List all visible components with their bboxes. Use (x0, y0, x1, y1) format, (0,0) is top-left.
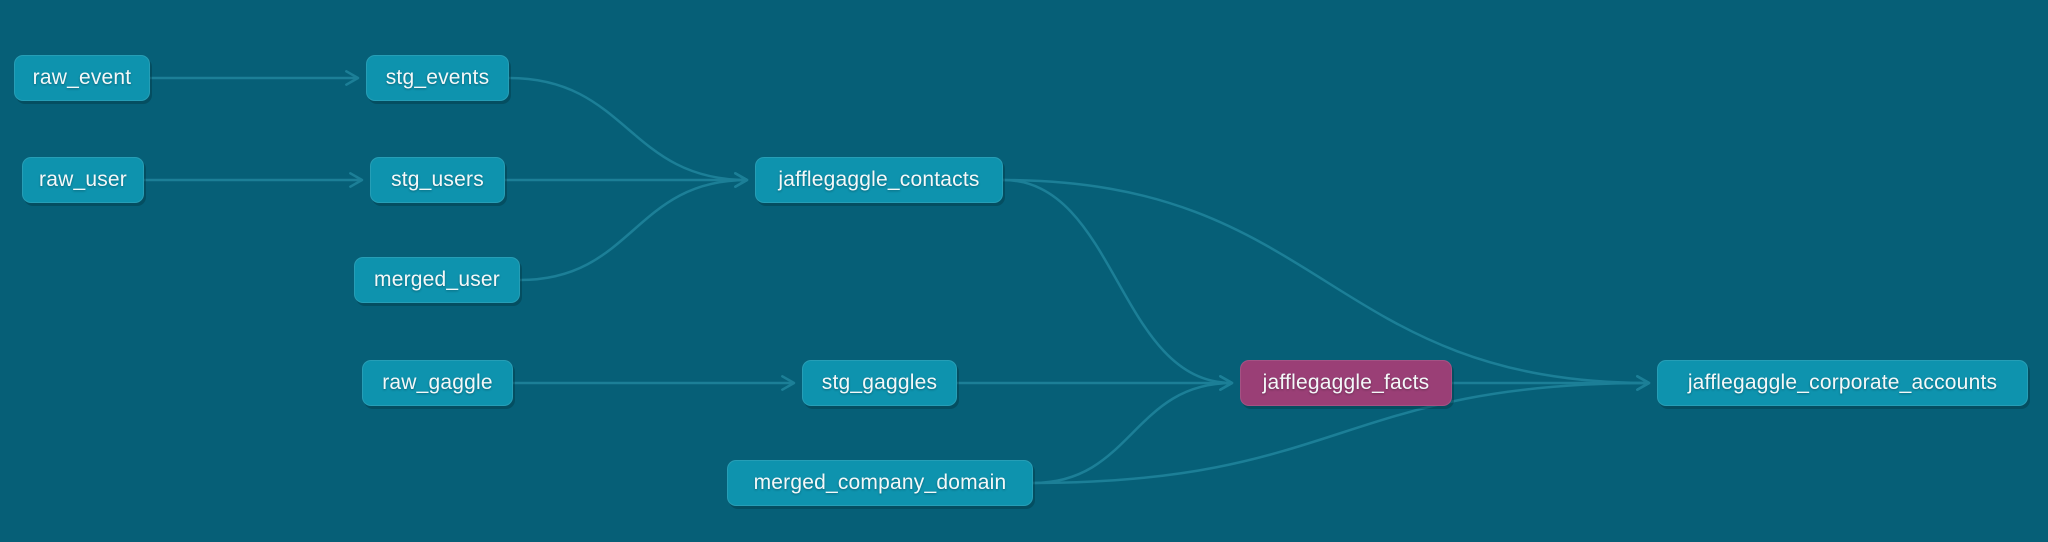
lineage-node-label: stg_users (391, 168, 484, 191)
lineage-node-label: jafflegaggle_corporate_accounts (1687, 371, 1998, 394)
node-stg_users[interactable]: stg_users (370, 157, 505, 203)
lineage-node-label: jafflegaggle_contacts (778, 168, 980, 191)
lineage-node-label: raw_gaggle (382, 371, 493, 394)
lineage-node-label: merged_company_domain (753, 471, 1007, 494)
lineage-node-label: stg_gaggles (821, 371, 938, 394)
lineage-node-label: raw_user (39, 168, 127, 191)
node-stg_gaggles[interactable]: stg_gaggles (802, 360, 957, 406)
edge-merged_user-jafflegaggle_contacts (519, 172, 749, 282)
lineage-node-label: jafflegaggle_facts (1262, 371, 1430, 394)
edge-merged_company_domain-jafflegaggle_facts (1032, 375, 1234, 485)
node-jafflegaggle_contacts[interactable]: jafflegaggle_contacts (755, 157, 1003, 203)
node-raw_gaggle[interactable]: raw_gaggle (362, 360, 513, 406)
edge-jafflegaggle_contacts-jafflegaggle_corporate_accounts (1002, 178, 1651, 391)
node-merged_user[interactable]: merged_user (354, 257, 520, 303)
lineage-node-label: stg_events (385, 66, 490, 89)
node-merged_company_domain[interactable]: merged_company_domain (727, 460, 1033, 506)
node-stg_events[interactable]: stg_events (366, 55, 509, 101)
edge-stg_events-jafflegaggle_contacts (508, 76, 749, 188)
node-raw_user[interactable]: raw_user (22, 157, 144, 203)
edge-merged_company_domain-jafflegaggle_corporate_accounts (1032, 375, 1651, 485)
lineage-node-label: raw_event (32, 66, 132, 89)
edge-jafflegaggle_contacts-jafflegaggle_facts (1002, 178, 1234, 391)
node-raw_event[interactable]: raw_event (14, 55, 150, 101)
node-jafflegaggle_facts[interactable]: jafflegaggle_facts (1240, 360, 1452, 406)
lineage-node-label: merged_user (374, 268, 500, 291)
node-jafflegaggle_corporate_accounts[interactable]: jafflegaggle_corporate_accounts (1657, 360, 2028, 406)
